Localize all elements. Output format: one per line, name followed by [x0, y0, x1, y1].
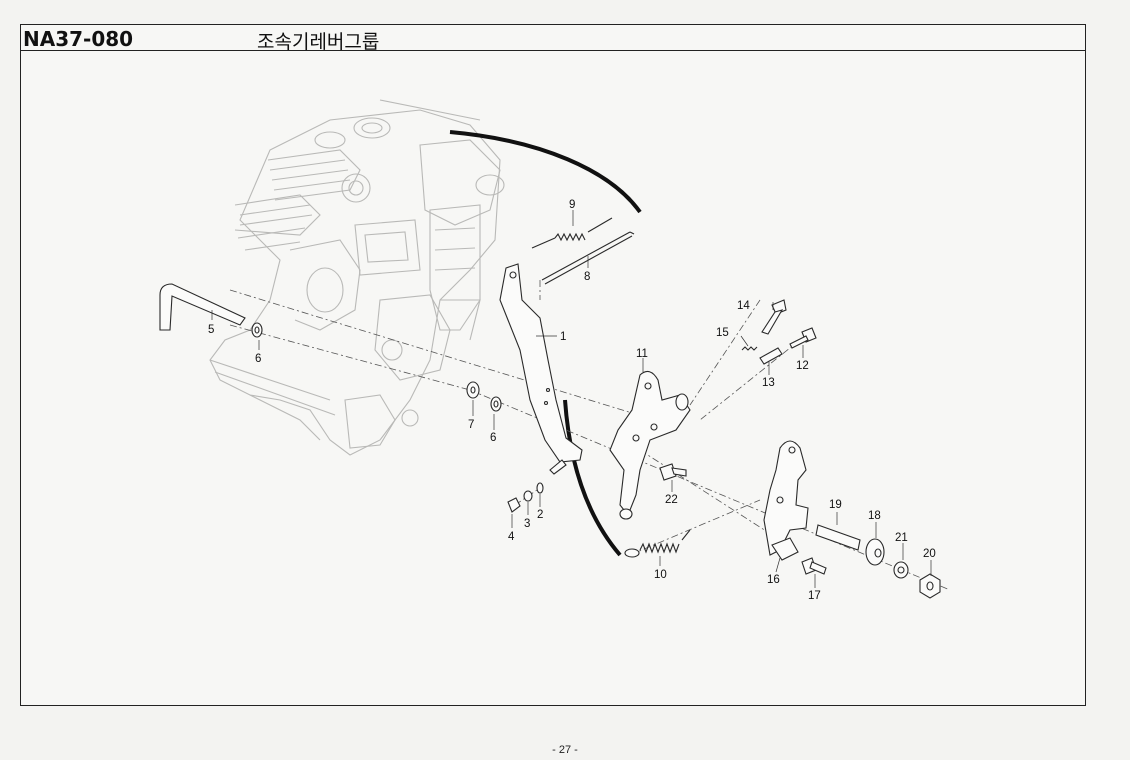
callout-13: 13	[762, 377, 775, 389]
part-13-screw	[759, 347, 783, 365]
part-15-spring	[741, 346, 758, 351]
callout-1: 1	[560, 331, 566, 343]
callout-labels: 1 2 3 4 5 6 6 7 8 9 10 11 12 13 14 15 16…	[208, 199, 936, 602]
governor-cable	[449, 130, 642, 214]
governor-cable-lower	[563, 399, 622, 557]
callout-12: 12	[796, 360, 809, 372]
part-14-bolt	[761, 299, 787, 335]
callout-leaders	[211, 210, 932, 588]
callout-11: 11	[636, 348, 648, 360]
part-group-code: NA37-080	[23, 27, 134, 51]
part-6-washer-b	[490, 396, 502, 412]
part-1-governor-lever	[499, 263, 583, 463]
part-19-stud	[815, 524, 861, 551]
part-8-rod	[541, 231, 635, 285]
callout-2: 2	[537, 509, 543, 521]
part-22-bolt	[659, 463, 687, 481]
diagram-frame: NA37-080 조속기레버그룹	[20, 24, 1086, 706]
part-17-bolt	[801, 557, 827, 575]
callout-8: 8	[584, 271, 590, 283]
part-2-washer	[536, 482, 544, 494]
part-21-washer	[893, 561, 909, 579]
callout-4: 4	[508, 531, 515, 543]
callout-18: 18	[868, 510, 881, 522]
part-2-bolt	[549, 459, 567, 475]
callout-22: 22	[665, 494, 678, 506]
callout-9: 9	[569, 199, 575, 211]
callout-6: 6	[255, 353, 261, 365]
callout-10: 10	[654, 569, 667, 581]
callout-21: 21	[895, 532, 908, 544]
page-number: - 27 -	[552, 744, 578, 756]
callout-3: 3	[524, 518, 530, 530]
engine-block-illustration	[209, 99, 505, 456]
part-5-governor-shaft	[159, 283, 246, 331]
callout-14: 14	[737, 300, 750, 312]
callout-16: 16	[767, 574, 780, 586]
callout-5: 5	[208, 324, 214, 336]
part-10-spring	[624, 529, 691, 558]
header-bar: NA37-080 조속기레버그룹	[21, 25, 1085, 53]
part-11-bracket	[609, 370, 691, 520]
callout-19: 19	[829, 499, 842, 511]
part-16-lower-bracket	[763, 440, 809, 561]
part-9-spring	[531, 217, 613, 249]
callout-7: 7	[468, 419, 474, 431]
part-group-title: 조속기레버그룹	[257, 31, 380, 53]
callout-20: 20	[923, 548, 936, 560]
part-6-washer	[251, 322, 263, 338]
part-12-bolt	[789, 327, 817, 349]
part-20-nut	[919, 573, 941, 599]
callout-17: 17	[808, 590, 821, 602]
callout-6b: 6	[490, 432, 496, 444]
callout-15: 15	[716, 327, 729, 339]
part-3-washer	[523, 490, 533, 502]
part-18-washer	[865, 538, 885, 566]
part-4-nut	[507, 497, 521, 513]
part-7-washer	[466, 381, 480, 399]
